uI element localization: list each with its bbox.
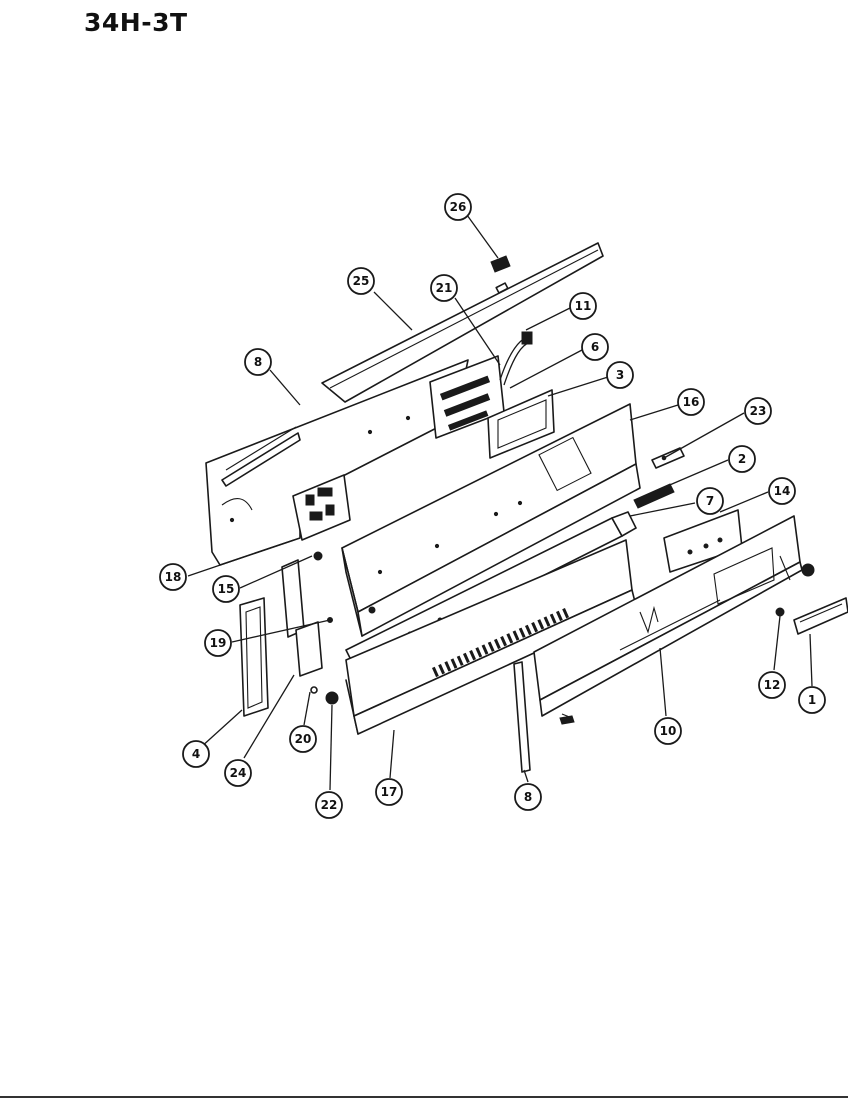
vent-slot <box>444 661 452 672</box>
callout-2-text: 2 <box>738 452 746 466</box>
callout-8-upper-text: 8 <box>254 355 262 369</box>
callout-25: 25 <box>347 267 375 295</box>
callout-15-text: 15 <box>218 582 235 596</box>
callout-16: 16 <box>677 388 705 416</box>
vent-slot <box>500 635 508 647</box>
callout-7: 7 <box>696 487 724 515</box>
bottom-border-line <box>0 1096 848 1098</box>
callout-1-text: 1 <box>808 693 816 707</box>
part-15-side-bracket <box>281 551 333 638</box>
callout-11: 11 <box>569 292 597 320</box>
vent-slot <box>481 644 489 655</box>
callout-14: 14 <box>768 477 796 505</box>
callout-23: 23 <box>744 397 772 425</box>
callout-3-text: 3 <box>616 368 624 382</box>
part-1-badge <box>793 597 848 635</box>
callout-18: 18 <box>159 563 187 591</box>
callout-2: 2 <box>728 445 756 473</box>
callout-8-upper: 8 <box>244 348 272 376</box>
vent-slot <box>506 633 514 644</box>
vent-slot <box>525 624 532 636</box>
part-knob-right <box>801 563 815 577</box>
callout-19: 19 <box>204 629 232 657</box>
part-3-bracket <box>487 389 555 459</box>
callout-26-text: 26 <box>450 200 467 214</box>
part-11-wire-harness <box>499 331 533 386</box>
callout-21-text: 21 <box>436 281 453 295</box>
vent-slot <box>531 621 539 633</box>
callout-4-text: 4 <box>192 747 200 761</box>
leader-lines <box>187 214 813 791</box>
callout-14-text: 14 <box>774 484 791 498</box>
callout-21: 21 <box>430 274 458 302</box>
vent-slot <box>487 641 495 652</box>
callout-15: 15 <box>212 575 240 603</box>
vent-slot <box>462 652 470 664</box>
callout-23-text: 23 <box>750 404 767 418</box>
callout-17: 17 <box>375 778 403 806</box>
vent-slot <box>475 647 483 658</box>
callout-17-text: 17 <box>381 785 398 799</box>
vent-slot <box>438 663 446 675</box>
callout-19-text: 19 <box>210 636 227 650</box>
callout-3: 3 <box>606 361 634 389</box>
callout-7-text: 7 <box>706 494 714 508</box>
callout-24: 24 <box>224 759 252 787</box>
vent-slot <box>562 607 570 619</box>
part-25-top-cover <box>321 242 604 403</box>
callout-12: 12 <box>758 671 786 699</box>
callout-10-text: 10 <box>660 724 677 738</box>
vent-slot <box>518 627 526 638</box>
vent-slot <box>543 616 551 627</box>
callout-labels: 26 25 21 11 6 3 8 16 23 2 7 14 18 15 19 … <box>159 193 826 819</box>
callout-1: 1 <box>798 686 826 714</box>
part-6-control-board <box>429 355 505 439</box>
part-18-circuit-board <box>292 474 351 541</box>
part-16-control-frame <box>341 403 641 637</box>
callout-4: 4 <box>182 740 210 768</box>
callout-25-text: 25 <box>353 274 370 288</box>
part-4-end-cap <box>239 597 269 717</box>
callout-24-text: 24 <box>230 766 247 780</box>
part-12-screw <box>775 607 785 617</box>
callout-8-lower: 8 <box>514 783 542 811</box>
callout-12-text: 12 <box>764 678 781 692</box>
callout-8-lower-text: 8 <box>524 790 532 804</box>
vent-slot <box>537 619 545 630</box>
callout-16-text: 16 <box>683 395 700 409</box>
callout-22-text: 22 <box>321 798 338 812</box>
callout-20-text: 20 <box>295 732 312 746</box>
part-8-trim-strip <box>513 661 531 773</box>
vent-slot <box>456 655 464 666</box>
callout-10: 10 <box>654 717 682 745</box>
part-22-knob <box>310 686 339 705</box>
callout-20: 20 <box>289 725 317 753</box>
callout-22: 22 <box>315 791 343 819</box>
part-26-connector <box>490 255 511 273</box>
callout-6-text: 6 <box>591 340 599 354</box>
callout-11-text: 11 <box>575 299 592 313</box>
part-24-lower-bracket <box>295 621 323 677</box>
vent-slot <box>493 638 501 650</box>
vent-slot <box>431 666 439 678</box>
vent-slot <box>549 613 557 624</box>
vent-slot <box>512 630 520 641</box>
part-17-vent-trim <box>345 539 637 735</box>
page-title: 34H-3T <box>84 8 188 37</box>
callout-18-text: 18 <box>165 570 182 584</box>
vent-slot <box>556 610 563 622</box>
part-23-clip <box>651 447 685 469</box>
vent-slot <box>469 649 477 661</box>
callout-26: 26 <box>444 193 472 221</box>
callout-6: 6 <box>581 333 609 361</box>
vent-slot <box>450 658 458 669</box>
